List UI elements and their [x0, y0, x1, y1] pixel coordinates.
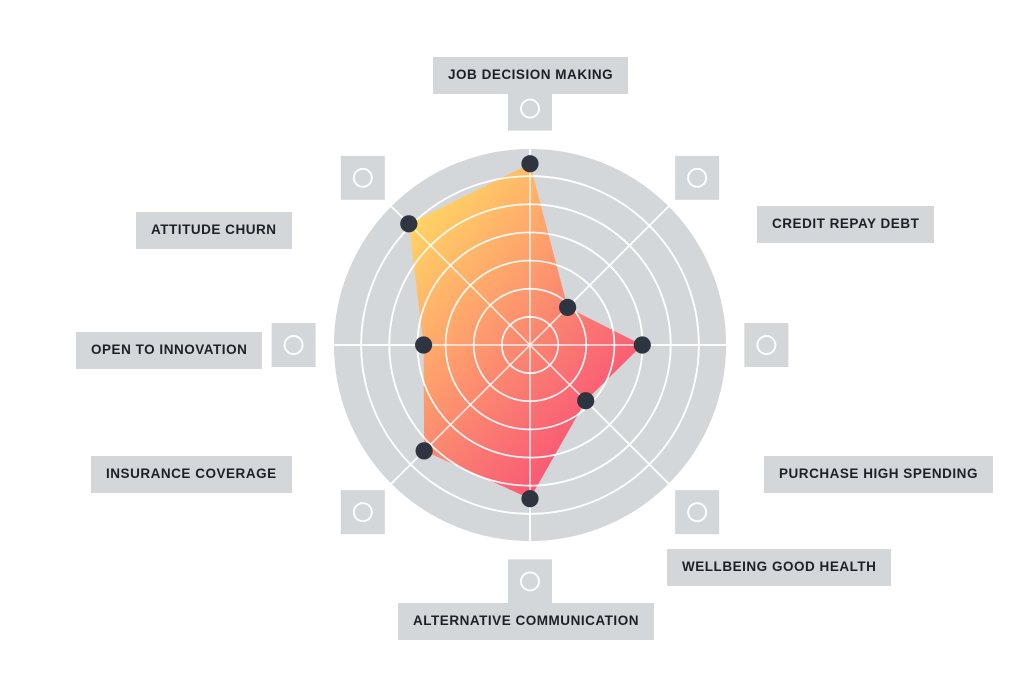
radar-area-series [408, 163, 643, 499]
radar-data-point[interactable] [415, 336, 433, 354]
radar-data-point[interactable] [577, 392, 595, 410]
radar-data-point[interactable] [559, 298, 577, 316]
radar-data-point[interactable] [415, 442, 433, 460]
radar-data-point[interactable] [633, 336, 651, 354]
axis-label-attitude-churn[interactable]: ATTITUDE CHURN [136, 212, 292, 249]
axis-end-chips [271, 86, 789, 604]
axis-label-credit-repay-debt[interactable]: CREDIT REPAY DEBT [757, 206, 935, 243]
radar-data-point[interactable] [400, 215, 418, 233]
axis-label-wellbeing-good-health[interactable]: WELLBEING GOOD HEALTH [667, 549, 892, 586]
axis-label-open-to-innovation[interactable]: OPEN TO INNOVATION [76, 332, 263, 369]
radar-axis-spokes-overlay [333, 148, 727, 542]
axis-label-insurance-coverage[interactable]: INSURANCE COVERAGE [91, 456, 292, 493]
radar-data-point[interactable] [521, 155, 539, 173]
radar-data-point[interactable] [521, 490, 539, 508]
axis-label-purchase-high-spending[interactable]: PURCHASE HIGH SPENDING [764, 456, 993, 493]
radar-data-points[interactable] [400, 155, 651, 508]
axis-label-alternative-communication[interactable]: ALTERNATIVE COMMUNICATION [398, 603, 654, 640]
axis-label-job-decision-making[interactable]: JOB DECISION MAKING [433, 57, 629, 94]
axis-end-ring-markers [283, 98, 777, 592]
